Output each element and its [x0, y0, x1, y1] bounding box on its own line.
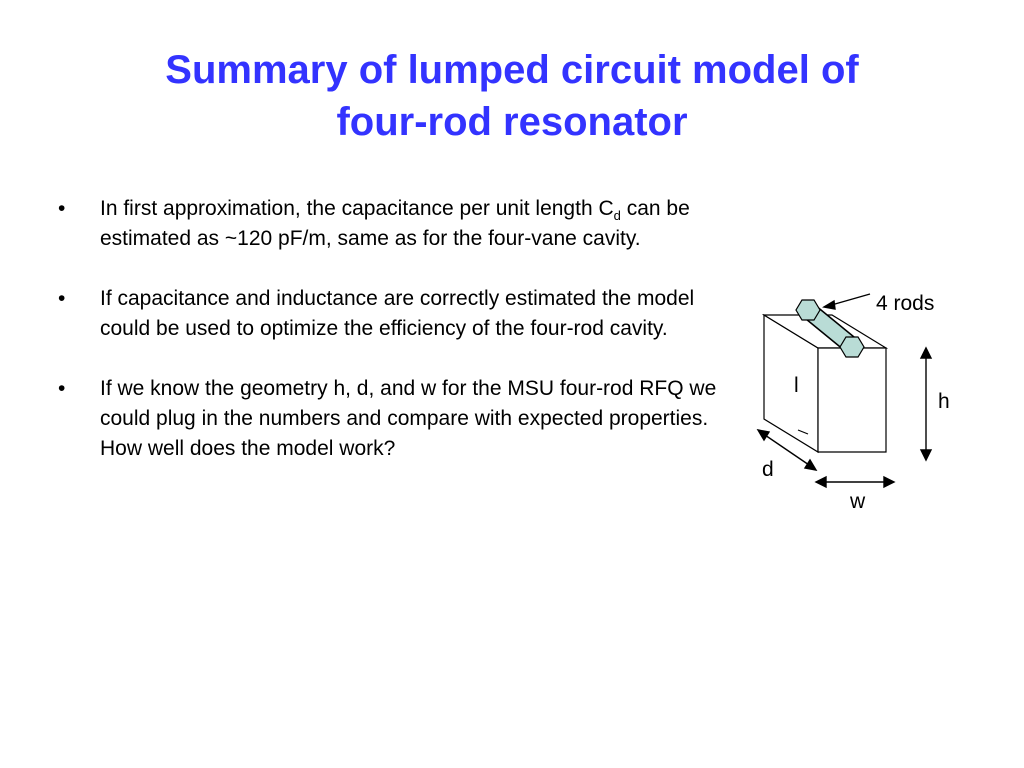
bullet-item-capacitance: • In first approximation, the capacitanc…	[58, 194, 718, 254]
label-h: h	[938, 390, 950, 413]
rod-group	[795, 299, 865, 358]
bullet-text: In first approximation, the capacitance …	[100, 197, 614, 220]
rods-pointer-arrow	[822, 293, 871, 310]
four-rod-box-drawing	[756, 293, 933, 489]
box-inner-edge	[797, 429, 809, 435]
label-l: l	[794, 374, 799, 397]
bullet-marker: •	[58, 197, 66, 220]
label-w: w	[850, 490, 866, 513]
box-front-face	[817, 347, 887, 453]
four-rod-diagram: 4 rods l h d w	[740, 284, 980, 524]
h-dimension-arrow	[919, 346, 933, 462]
rod-end-back	[795, 299, 821, 321]
bullet-marker: •	[58, 377, 66, 400]
subscript-d: d	[613, 208, 621, 224]
bullet-text-cont: can be estimated as ~120 pF/m, same as f…	[100, 197, 690, 250]
slide-title: Summary of lumped circuit model of four-…	[60, 44, 964, 148]
d-dimension-arrow	[756, 429, 818, 471]
bullet-item-optimize: • If capacitance and inductance are corr…	[58, 284, 718, 344]
label-d: d	[762, 458, 774, 481]
bullet-list: • In first approximation, the capacitanc…	[58, 194, 718, 494]
bullet-text: If we know the geometry h, d, and w for …	[100, 377, 717, 460]
bullet-item-geometry: • If we know the geometry h, d, and w fo…	[58, 374, 718, 464]
title-line-2: four-rod resonator	[336, 100, 688, 144]
label-4-rods: 4 rods	[876, 292, 935, 315]
bullet-text: If capacitance and inductance are correc…	[100, 287, 695, 340]
title-line-1: Summary of lumped circuit model of	[165, 48, 859, 92]
rod-end-front	[839, 336, 865, 358]
w-dimension-arrow	[814, 475, 896, 489]
bullet-marker: •	[58, 287, 66, 310]
